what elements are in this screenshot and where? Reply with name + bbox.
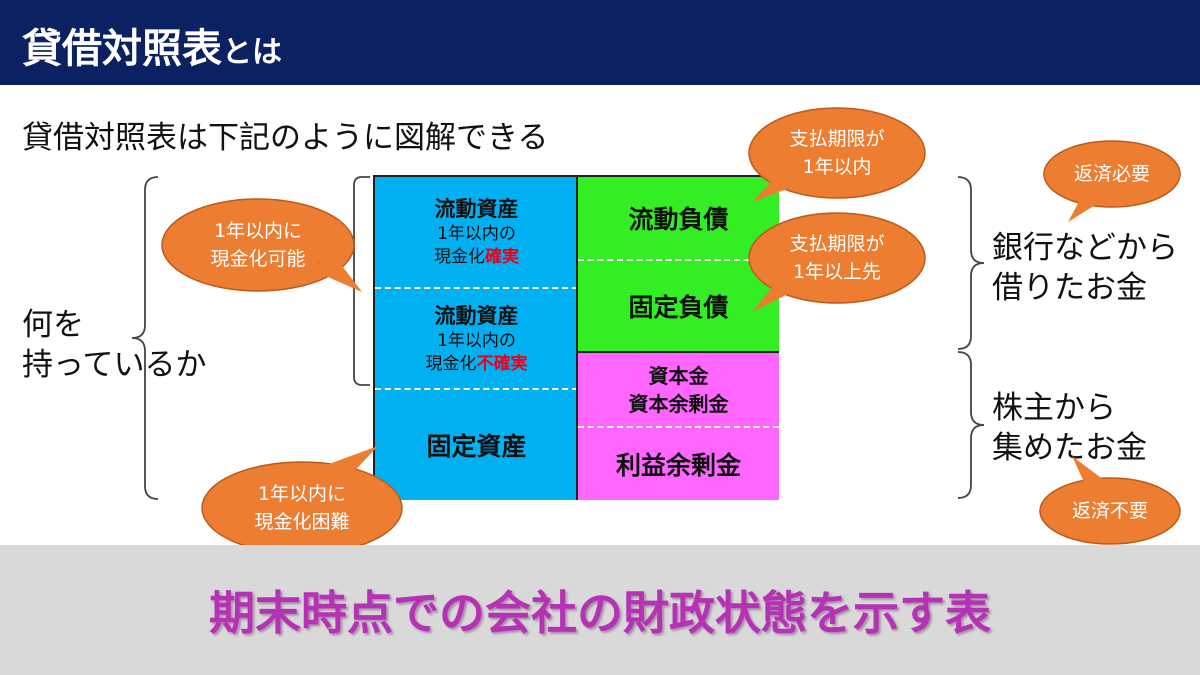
bubble-due-within-line2: 1年以内	[802, 156, 872, 178]
current-liabilities-cell: 流動負債	[578, 177, 779, 261]
current-assets-uncertain-line2: 現金化不確実	[426, 353, 528, 376]
bubble-current-cashable-line1: 1年以内に	[213, 220, 303, 242]
capital-line1: 資本金	[648, 363, 709, 388]
current-assets-uncertain-line1: 1年以内の	[437, 330, 516, 351]
retained-earnings-label: 利益余剰金	[615, 451, 741, 480]
bubble-fixed-hard-line1: 1年以内に	[257, 483, 347, 505]
page-title: 貸借対照表とは	[22, 16, 282, 74]
assets-side-label-line2: 持っているか	[22, 347, 207, 383]
bubble-fixed-hard-line2: 現金化困難	[254, 511, 350, 533]
bubble-current-cashable-text: 1年以内に 現金化可能	[162, 217, 354, 273]
footer-band: 期末時点での会社の財政状態を示す表	[0, 545, 1200, 675]
liabilities-side-label-line2: 借りたお金	[992, 270, 1147, 306]
current-assets-bracket	[353, 176, 370, 386]
title-bar: 貸借対照表とは	[0, 0, 1200, 85]
equity-side-label-line1: 株主から	[992, 390, 1116, 426]
capital-line2: 資本余剰金	[628, 391, 729, 416]
liabilities-brace	[957, 176, 985, 350]
current-assets-uncertain-cell: 流動資産 1年以内の 現金化不確実	[375, 289, 578, 390]
intro-text: 貸借対照表は下記のように図解できる	[22, 120, 549, 156]
liabilities-side-label: 銀行などから 借りたお金	[992, 228, 1178, 308]
equity-side-label: 株主から 集めたお金	[992, 388, 1147, 468]
equity-brace	[957, 351, 985, 499]
bubble-repay-required-tail	[1068, 196, 1100, 222]
current-assets-uncertain-emphasis: 不確実	[476, 353, 528, 374]
current-assets-certain-title: 流動資産	[434, 197, 519, 221]
capital-cell: 資本金 資本余剰金	[578, 351, 779, 428]
fixed-assets-cell: 固定資産	[375, 390, 578, 500]
current-assets-certain-cell: 流動資産 1年以内の 現金化確実	[375, 177, 578, 289]
current-assets-certain-emphasis: 確実	[485, 247, 519, 267]
balance-sheet-diagram: 流動資産 1年以内の 現金化確実 流動資産 1年以内の 現金化不確実 固定資産 …	[373, 175, 779, 500]
bubble-fixed-hard-tail	[318, 446, 378, 480]
bubble-fixed-hard-text: 1年以内に 現金化困難	[202, 480, 402, 536]
fixed-liabilities-cell: 固定負債	[578, 261, 779, 351]
current-assets-certain-line1: 1年以内の	[437, 224, 516, 244]
column-divider	[576, 177, 578, 500]
bubble-due-within-text: 支払期限が 1年以内	[749, 125, 925, 181]
fixed-liabilities-label: 固定負債	[628, 293, 729, 322]
page-title-main: 貸借対照表	[22, 26, 222, 72]
bubble-current-cashable-line2: 現金化可能	[210, 248, 306, 270]
bubble-due-beyond-line2: 1年以上先	[792, 261, 882, 283]
current-assets-uncertain-title: 流動資産	[434, 303, 519, 328]
current-liabilities-label: 流動負債	[628, 205, 729, 234]
equity-side-label-line2: 集めたお金	[992, 430, 1147, 466]
page-title-suffix: とは	[222, 35, 282, 70]
bubble-due-within-line1: 支払期限が	[789, 128, 885, 150]
footer-summary: 期末時点での会社の財政状態を示す表	[209, 586, 991, 640]
bubble-due-beyond-text: 支払期限が 1年以上先	[749, 230, 925, 286]
retained-earnings-cell: 利益余剰金	[578, 428, 779, 500]
bubble-repay-required-text: 返済必要	[1073, 163, 1150, 185]
bubble-repay-not-required-text: 返済不要	[1071, 500, 1148, 522]
assets-side-label: 何を 持っているか	[22, 305, 206, 385]
current-assets-certain-prefix: 現金化	[434, 247, 485, 267]
bubble-due-beyond-line1: 支払期限が	[789, 233, 885, 255]
current-assets-certain-line2: 現金化確実	[434, 246, 519, 269]
liabilities-side-label-line1: 銀行などから	[992, 230, 1178, 266]
assets-side-label-line1: 何を	[22, 307, 84, 343]
fixed-assets-label: 固定資産	[426, 432, 527, 461]
current-assets-uncertain-prefix: 現金化	[425, 353, 477, 374]
